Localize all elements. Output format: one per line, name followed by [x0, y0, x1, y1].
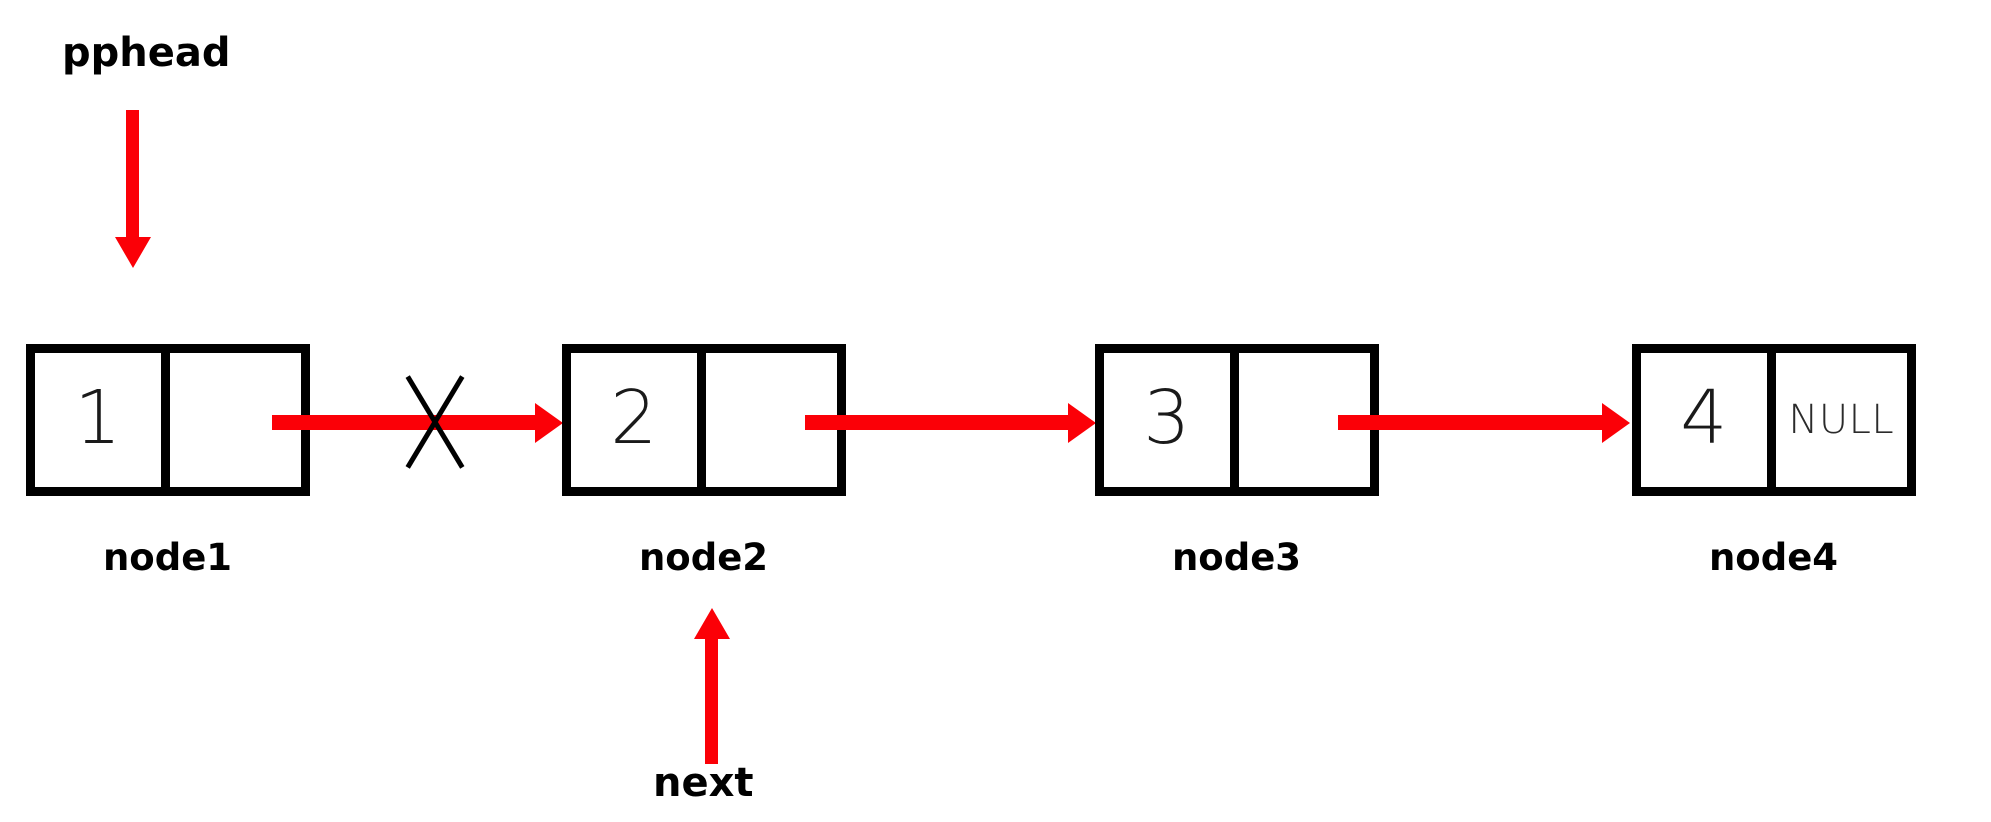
node-4-data-value: 4: [1680, 375, 1728, 461]
node-3-data-cell: 3: [1104, 353, 1239, 487]
link-arrow-node3-to-node4: [1338, 415, 1603, 430]
pointer-label-next: next: [653, 760, 754, 806]
pphead-down-arrow-icon: [126, 110, 139, 238]
node-4-caption: node4: [1708, 536, 1839, 579]
link-arrow-node1-to-node2: [272, 415, 536, 430]
node-3-caption: node3: [1171, 536, 1302, 579]
node-1-caption: node1: [102, 536, 233, 579]
node-4-data-cell: 4: [1641, 353, 1776, 487]
node-2-data-cell: 2: [571, 353, 706, 487]
node-4-pointer-cell: NULL: [1776, 353, 1907, 487]
node-2-data-value: 2: [610, 375, 658, 461]
node-4-null-value: NULL: [1788, 397, 1895, 443]
node-1-data-value: 1: [74, 375, 122, 461]
list-node-4[interactable]: 4 NULL: [1632, 344, 1916, 496]
list-node-3[interactable]: 3: [1095, 344, 1379, 496]
node-1-data-cell: 1: [35, 353, 170, 487]
node-2-caption: node2: [638, 536, 769, 579]
cross-out-x-icon: [404, 369, 466, 475]
link-arrow-node2-to-node3: [805, 415, 1069, 430]
node-3-data-value: 3: [1143, 375, 1191, 461]
pointer-label-pphead: pphead: [62, 30, 231, 76]
list-node-2[interactable]: 2: [562, 344, 846, 496]
list-node-1[interactable]: 1: [26, 344, 310, 496]
next-up-arrow-icon: [705, 638, 718, 764]
